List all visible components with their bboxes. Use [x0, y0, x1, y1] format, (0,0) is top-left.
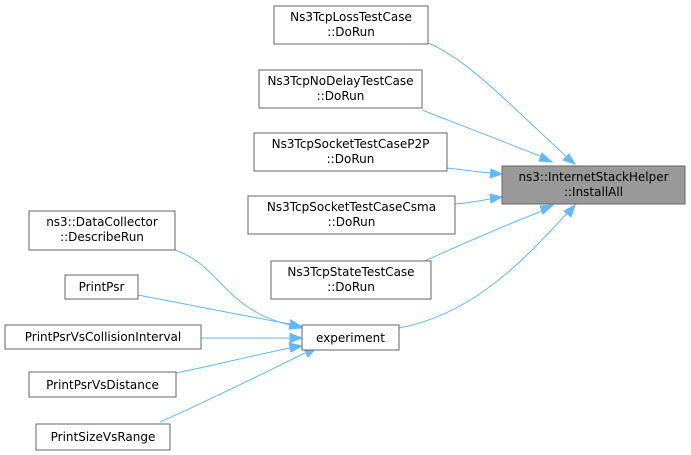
- node-label-line2: ::DoRun: [317, 89, 365, 103]
- edge-arrowhead: [562, 153, 577, 165]
- node-label-line1: Ns3TcpStateTestCase: [287, 265, 414, 279]
- edge-loss-to-installall: [427, 42, 569, 159]
- node-internetstackhelper-installall[interactable]: ns3::InternetStackHelper ::InstallAll: [501, 165, 686, 205]
- node-label-line2: ::DoRun: [327, 280, 375, 294]
- node-printpsrvsdistance[interactable]: PrintPsrVsDistance: [28, 371, 177, 398]
- node-label-line1: Ns3TcpNoDelayTestCase: [267, 74, 413, 88]
- edge-arrowhead: [489, 193, 504, 204]
- node-datacollector-describerun[interactable]: ns3::DataCollector ::DescribeRun: [28, 210, 176, 251]
- node-label: PrintSizeVsRange: [51, 430, 156, 444]
- node-label: PrintPsrVsCollisionInterval: [25, 330, 182, 344]
- node-ns3tcpsockettestcasecsma-dorun[interactable]: Ns3TcpSocketTestCaseCsma ::DoRun: [247, 195, 456, 235]
- node-label: experiment: [316, 331, 385, 345]
- node-ns3tcplosstestcase-dorun[interactable]: Ns3TcpLossTestCase ::DoRun: [273, 5, 429, 45]
- node-label: PrintPsr: [79, 280, 125, 294]
- node-printsizevsrange[interactable]: PrintSizeVsRange: [35, 423, 171, 451]
- node-label-line1: ns3::DataCollector: [46, 215, 158, 229]
- edge-arrowhead: [289, 319, 304, 330]
- node-label-line2: ::DoRun: [327, 152, 375, 166]
- node-label-line1: Ns3TcpSocketTestCaseCsma: [267, 200, 436, 214]
- edge-collector-to-experiment: [174, 249, 291, 326]
- edge-state-to-installall: [419, 209, 546, 264]
- edge-arrowhead: [563, 203, 576, 218]
- node-label-line1: ns3::InternetStackHelper: [518, 170, 668, 184]
- node-label-line2: ::InstallAll: [564, 185, 623, 199]
- edge-nodelay-to-installall: [421, 109, 546, 159]
- edge-arrowhead: [539, 204, 555, 215]
- node-label: PrintPsrVsDistance: [46, 378, 159, 392]
- edge-p2p-to-installall: [446, 167, 493, 174]
- edge-arrowhead: [489, 168, 504, 179]
- edge-arrowhead: [289, 332, 304, 344]
- node-label-line2: ::DescribeRun: [60, 230, 144, 244]
- node-label-line2: ::DoRun: [327, 25, 375, 39]
- node-label-line1: Ns3TcpSocketTestCaseP2P: [272, 137, 430, 151]
- graph-edges: [137, 42, 577, 423]
- node-ns3tcpnodelaytestcase-dorun[interactable]: Ns3TcpNoDelayTestCase ::DoRun: [258, 69, 423, 109]
- edge-experiment-to-installall: [398, 211, 569, 329]
- edge-printpsr-to-experiment: [137, 294, 291, 325]
- node-label-line1: Ns3TcpLossTestCase: [290, 10, 412, 24]
- edge-arrowhead: [538, 152, 554, 163]
- node-printpsrvscollisioninterval[interactable]: PrintPsrVsCollisionInterval: [4, 324, 202, 350]
- edge-csma-to-installall: [454, 198, 491, 205]
- node-label-line2: ::DoRun: [328, 215, 376, 229]
- node-ns3tcpsockettestcasep2p-dorun[interactable]: Ns3TcpSocketTestCaseP2P ::DoRun: [253, 132, 448, 172]
- edge-sizerange-to-experiment: [159, 352, 306, 423]
- node-ns3tcpstatetestcase-dorun[interactable]: Ns3TcpStateTestCase ::DoRun: [270, 260, 432, 300]
- edge-arrowhead: [288, 342, 304, 353]
- node-printpsr[interactable]: PrintPsr: [64, 274, 139, 300]
- node-experiment[interactable]: experiment: [301, 324, 400, 351]
- edge-distance-to-experiment: [175, 347, 291, 374]
